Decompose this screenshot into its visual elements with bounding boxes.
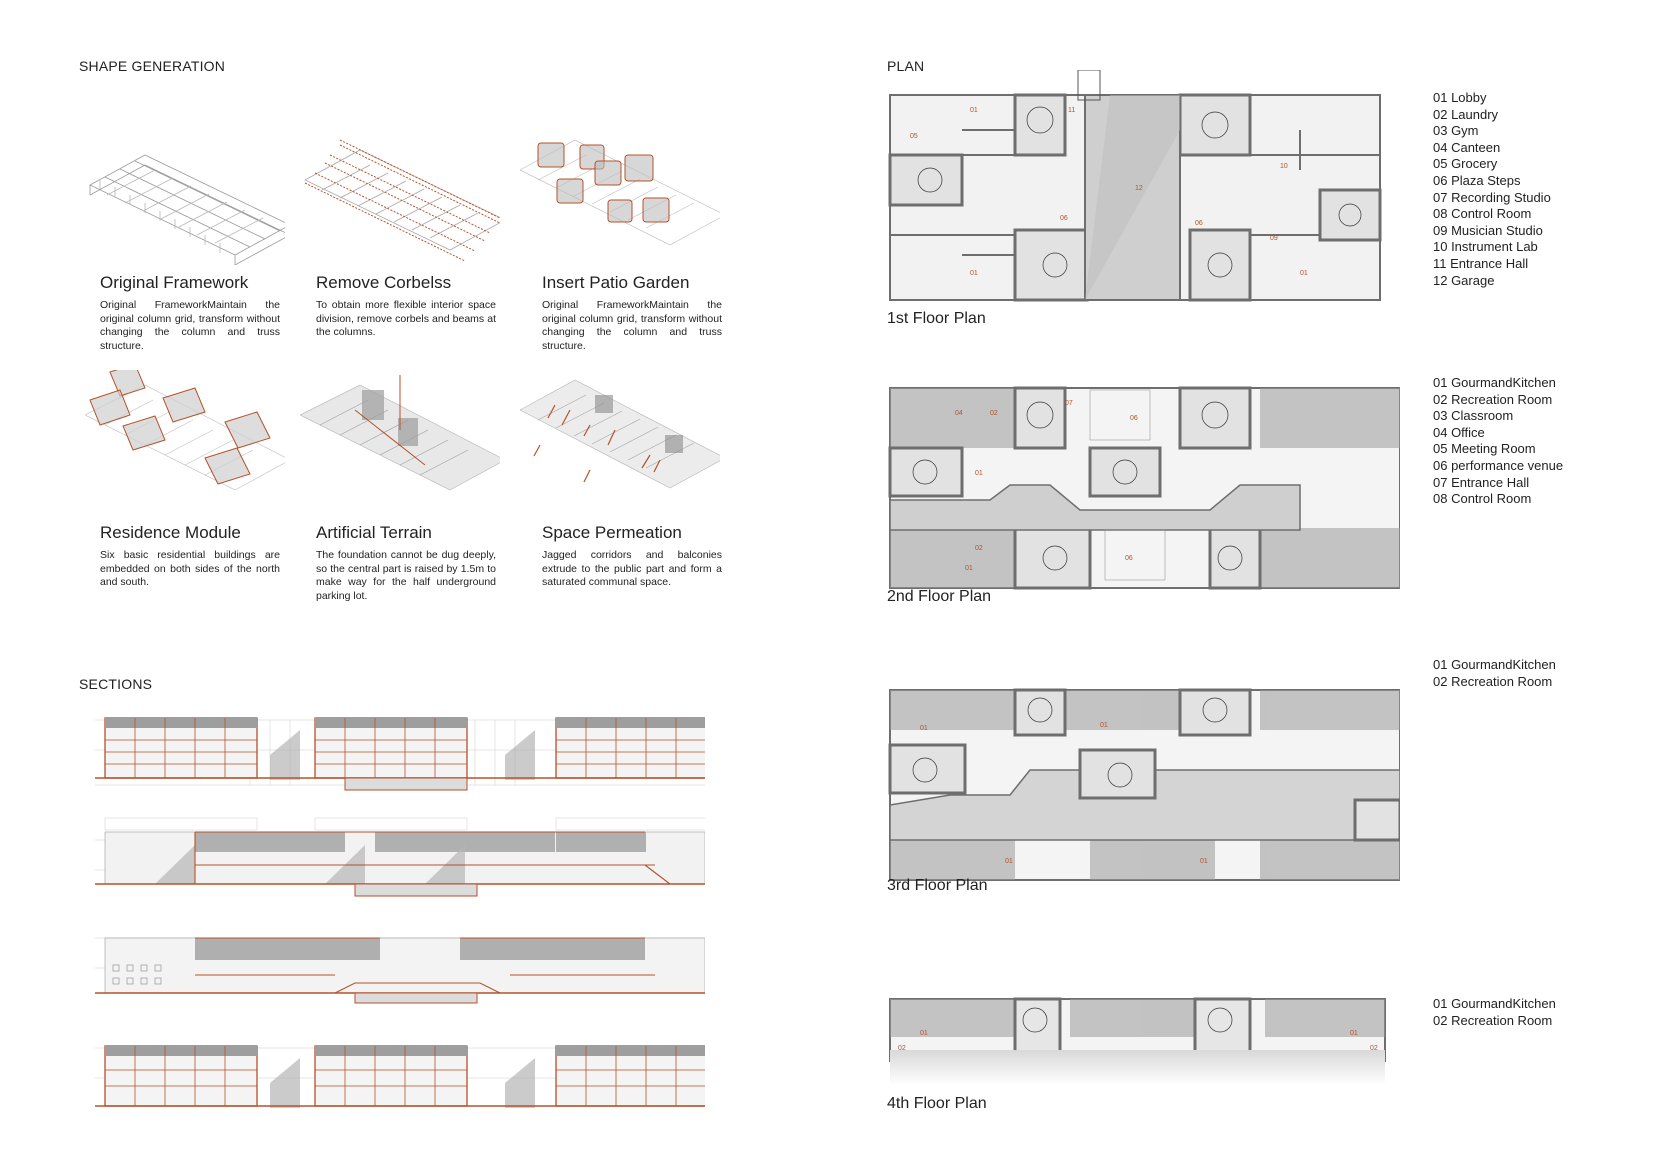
step-space-permeation: Space Permeation Jagged corridors and ba… [542,523,742,590]
step-remove-corbels: Remove Corbelss To obtain more flexible … [316,273,516,340]
step-description: Jagged corridors and balconies extrude t… [542,549,722,588]
section-drawing-3 [95,937,705,1004]
legend-item: 08 Control Room [1433,206,1532,222]
step-description: Original FrameworkMaintain the original … [100,299,280,352]
section-drawing-2 [95,817,705,897]
svg-text:01: 01 [970,270,978,277]
third-floor-legend: 01 GourmandKitchen 02 Recreation Room [1433,657,1556,690]
third-floor-plan-drawing: 01 01 01 01 [888,688,1400,881]
svg-text:02: 02 [975,545,983,552]
svg-text:01: 01 [1005,858,1013,865]
step-residence-module: Residence Module Six basic residential b… [100,523,300,590]
svg-text:10: 10 [1280,163,1288,170]
step-title: Space Permeation [542,523,682,542]
legend-item: 05 Meeting Room [1433,441,1536,457]
svg-text:09: 09 [1270,235,1278,242]
legend-item: 05 Grocery [1433,156,1498,172]
svg-text:01: 01 [1300,270,1308,277]
step-original-framework: Original Framework Original FrameworkMai… [100,273,300,353]
svg-text:01: 01 [1200,858,1208,865]
fourth-floor-caption: 4th Floor Plan [887,1095,987,1112]
legend-item: 02 Recreation Room [1433,1012,1553,1028]
legend-item: 01 GourmandKitchen [1433,996,1556,1011]
step-title: Insert Patio Garden [542,273,690,292]
step-title: Residence Module [100,523,241,542]
svg-text:12: 12 [1135,185,1143,192]
second-floor-legend: 01 GourmandKitchen 02 Recreation Room 03… [1433,375,1563,508]
step-description: Six basic residential buildings are embe… [100,549,280,588]
svg-text:02: 02 [990,410,998,417]
svg-text:01: 01 [920,1030,928,1037]
svg-text:02: 02 [1370,1045,1378,1052]
svg-text:06: 06 [1130,415,1138,422]
original-framework-diagram [89,154,285,265]
legend-item: 04 Office [1433,424,1485,440]
fourth-floor-plan-drawing: 02 01 01 02 [889,997,1386,1085]
legend-item: 07 Recording Studio [1433,189,1551,205]
svg-text:01: 01 [970,107,978,114]
legend-item: 11 Entrance Hall [1433,255,1529,271]
svg-text:06: 06 [1195,220,1203,227]
residence-module-diagram [85,370,285,491]
artificial-terrain-diagram [300,375,500,491]
svg-text:01: 01 [975,470,983,477]
legend-item: 12 Garage [1433,272,1495,288]
legend-item: 02 Laundry [1433,106,1499,122]
first-floor-legend: 01 Lobby 02 Laundry 03 Gym 04 Canteen 05… [1433,90,1551,289]
legend-item: 03 Classroom [1433,408,1514,424]
third-floor-caption: 3rd Floor Plan [887,877,988,894]
legend-item: 01 GourmandKitchen [1433,375,1556,390]
remove-corbels-diagram [304,139,500,262]
section-drawing-4 [95,1045,705,1108]
step-insert-patio-garden: Insert Patio Garden Original FrameworkMa… [542,273,742,353]
first-floor-plan-drawing: 01 05 11 12 06 06 01 01 10 09 [888,70,1382,302]
svg-text:06: 06 [1125,555,1133,562]
step-artificial-terrain: Artificial Terrain The foundation cannot… [316,523,516,603]
legend-item: 01 GourmandKitchen [1433,657,1556,672]
step-title: Artificial Terrain [316,523,432,542]
svg-text:01: 01 [1350,1030,1358,1037]
sections-title: SECTIONS [79,676,153,692]
svg-text:01: 01 [965,565,973,572]
svg-text:05: 05 [910,133,918,140]
fourth-floor-legend: 01 GourmandKitchen 02 Recreation Room [1433,996,1556,1029]
legend-item: 07 Entrance Hall [1433,474,1530,490]
step-description: The foundation cannot be dug deeply, so … [316,549,496,602]
legend-item: 04 Canteen [1433,139,1501,155]
legend-item: 06 Plaza Steps [1433,172,1521,188]
svg-text:01: 01 [920,725,928,732]
second-floor-plan-drawing: 04 02 07 06 06 01 02 01 [888,386,1400,590]
insert-patio-garden-diagram [520,139,720,246]
svg-text:02: 02 [898,1045,906,1052]
legend-item: 03 Gym [1433,123,1479,139]
step-title: Remove Corbelss [316,273,452,292]
legend-item: 08 Control Room [1433,491,1532,507]
first-floor-caption: 1st Floor Plan [887,310,986,327]
svg-text:07: 07 [1065,400,1073,407]
step-description: To obtain more flexible interior space d… [316,299,496,338]
plan-title: PLAN [887,58,925,74]
legend-item: 09 Musician Studio [1433,222,1543,238]
svg-text:11: 11 [1068,107,1075,114]
step-description: Original FrameworkMaintain the original … [542,299,722,352]
section-drawing-1 [95,717,705,791]
legend-item: 10 Instrument Lab [1433,239,1538,255]
shape-generation-title: SHAPE GENERATION [79,58,226,74]
second-floor-caption: 2nd Floor Plan [887,588,992,605]
svg-text:04: 04 [955,410,963,417]
legend-item: 01 Lobby [1433,90,1487,105]
legend-item: 02 Recreation Room [1433,673,1553,689]
legend-item: 06 performance venue [1433,457,1564,473]
legend-item: 02 Recreation Room [1433,391,1553,407]
step-title: Original Framework [100,273,249,292]
svg-text:01: 01 [1100,722,1108,729]
space-permeation-diagram [520,379,720,489]
svg-text:06: 06 [1060,215,1068,222]
